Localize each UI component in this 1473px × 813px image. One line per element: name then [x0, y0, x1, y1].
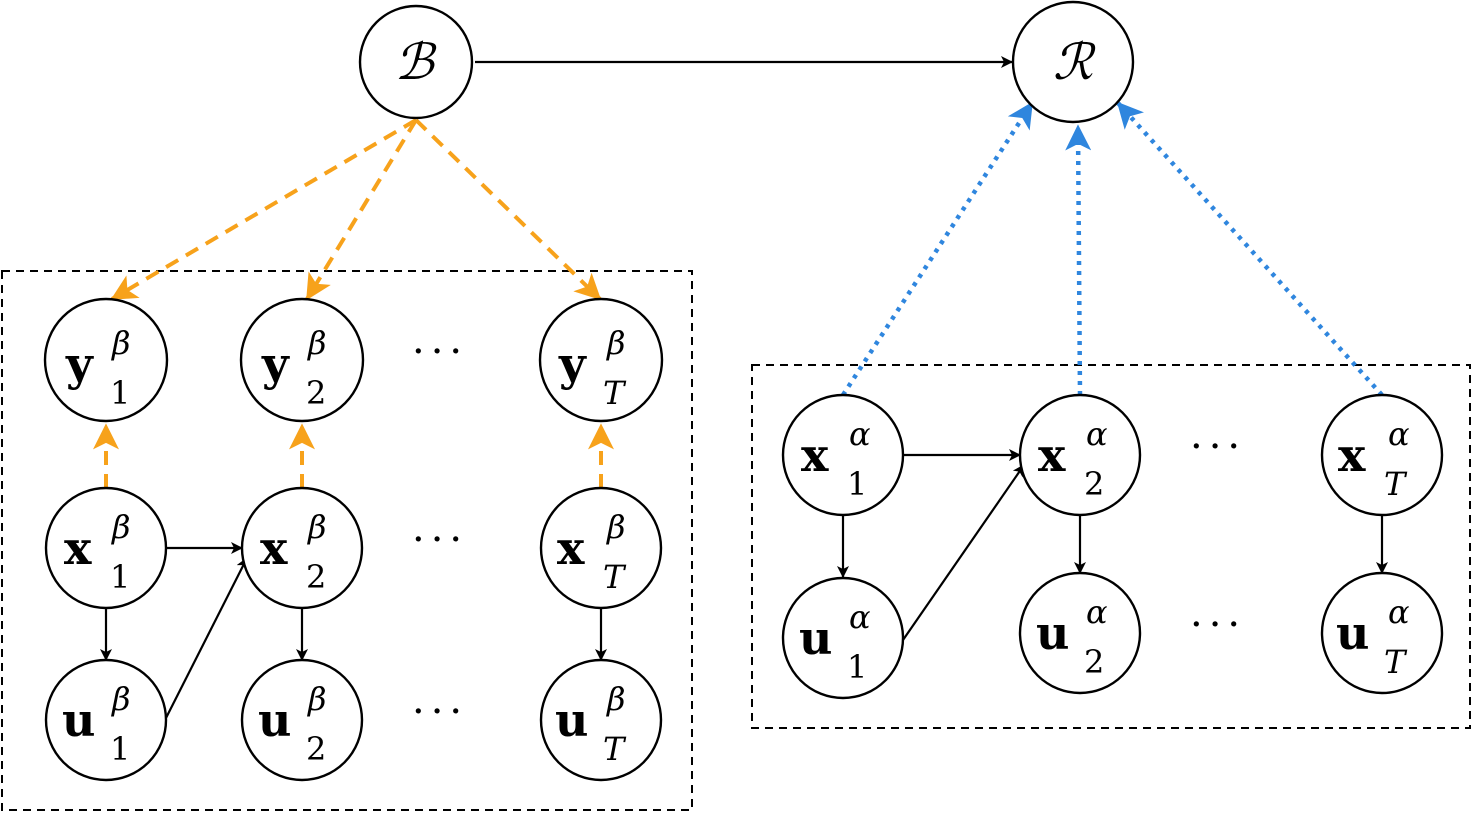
u1-alpha-sup: α [849, 598, 871, 636]
x2-beta-sup: β [307, 508, 327, 546]
x2-alpha-sup: α [1086, 415, 1108, 453]
node-x2-alpha: x α 2 [1018, 393, 1142, 517]
node-uT-alpha: u α T [1320, 571, 1444, 695]
xT-alpha-sup: α [1388, 415, 1410, 453]
yT-beta-sup: β [606, 324, 626, 362]
u1-beta-sup: β [111, 680, 131, 718]
x2-beta-sub: 2 [306, 558, 326, 596]
node-R-label: ℛ [1053, 33, 1096, 91]
x1-beta-sub: 1 [110, 558, 130, 596]
node-xT-alpha: x α T [1320, 393, 1444, 517]
xT-beta-sup: β [606, 508, 626, 546]
xT-beta-sub: T [603, 558, 627, 596]
edge-B-to-yTb [414, 118, 602, 301]
node-B: ℬ [358, 4, 474, 120]
x1-alpha-sub: 1 [847, 465, 867, 503]
x2-beta-letter: x [260, 521, 288, 575]
node-u1-beta: u β 1 [44, 658, 168, 782]
u2-beta-sup: β [307, 680, 327, 718]
solid-edges [100, 56, 1388, 719]
u2-alpha-sub: 2 [1084, 643, 1104, 681]
edge-x1a-to-R [841, 101, 1034, 397]
uT-beta-letter: u [555, 693, 588, 747]
node-R: ℛ [1011, 0, 1135, 124]
y1-beta-sup: β [111, 324, 131, 362]
orange-dashed-edges [93, 118, 614, 488]
edge-u1a-to-x2a [902, 464, 1025, 641]
u2-beta-sub: 2 [306, 730, 326, 768]
node-u1-alpha: u α 1 [781, 576, 905, 700]
ellipsis-u-beta: ··· [412, 689, 468, 735]
uT-beta-sub: T [603, 730, 627, 768]
node-u2-alpha: u α 2 [1018, 571, 1142, 695]
yT-beta-sub: T [603, 374, 627, 412]
u2-alpha-letter: u [1036, 606, 1069, 660]
node-xT-beta: x β T [539, 486, 663, 610]
edge-B-to-y1b [110, 118, 418, 301]
y1-beta-letter: y [65, 337, 94, 391]
node-x2-beta: x β 2 [240, 486, 364, 610]
plate-alpha [751, 364, 1471, 729]
uT-alpha-sub: T [1384, 643, 1408, 681]
x1-alpha-sup: α [849, 415, 871, 453]
u2-alpha-sup: α [1086, 593, 1108, 631]
node-yT-beta: y β T [538, 297, 664, 423]
x2-alpha-sub: 2 [1084, 465, 1104, 503]
ellipsis-x-beta: ··· [412, 517, 468, 563]
u1-alpha-sub: 1 [847, 648, 867, 686]
uT-alpha-sup: α [1388, 593, 1410, 631]
y2-beta-sub: 2 [306, 374, 326, 412]
node-uT-beta: u β T [539, 658, 663, 782]
edge-u1b-to-x2b [165, 557, 248, 719]
u1-beta-sub: 1 [110, 730, 130, 768]
y1-beta-sub: 1 [110, 374, 130, 412]
x1-alpha-letter: x [801, 428, 829, 482]
blue-dotted-edges [841, 101, 1384, 397]
ellipsis-x-alpha: ··· [1190, 424, 1246, 470]
xT-alpha-letter: x [1338, 428, 1366, 482]
u1-alpha-letter: u [799, 611, 832, 665]
ellipsis-y-beta: ··· [412, 329, 468, 375]
node-y1-beta: y β 1 [43, 297, 169, 423]
xT-alpha-sub: T [1384, 465, 1408, 503]
yT-beta-letter: y [558, 337, 587, 391]
y2-beta-sup: β [307, 324, 327, 362]
u1-beta-letter: u [62, 693, 95, 747]
node-x1-beta: x β 1 [44, 486, 168, 610]
xT-beta-letter: x [557, 521, 585, 575]
x1-beta-letter: x [64, 521, 92, 575]
u2-beta-letter: u [258, 693, 291, 747]
edge-xTa-to-R [1116, 101, 1384, 397]
node-B-label: ℬ [394, 33, 437, 91]
node-u2-beta: u β 2 [240, 658, 364, 782]
ellipsis-u-alpha: ··· [1190, 602, 1246, 648]
edge-B-to-y2b [305, 118, 418, 301]
uT-beta-sup: β [606, 680, 626, 718]
x1-beta-sup: β [111, 508, 131, 546]
x2-alpha-letter: x [1038, 428, 1066, 482]
plate-beta [1, 270, 693, 811]
y2-beta-letter: y [261, 337, 290, 391]
edge-x2a-to-R [1065, 124, 1092, 396]
node-x1-alpha: x α 1 [781, 393, 905, 517]
node-y2-beta: y β 2 [239, 297, 365, 423]
uT-alpha-letter: u [1336, 606, 1369, 660]
